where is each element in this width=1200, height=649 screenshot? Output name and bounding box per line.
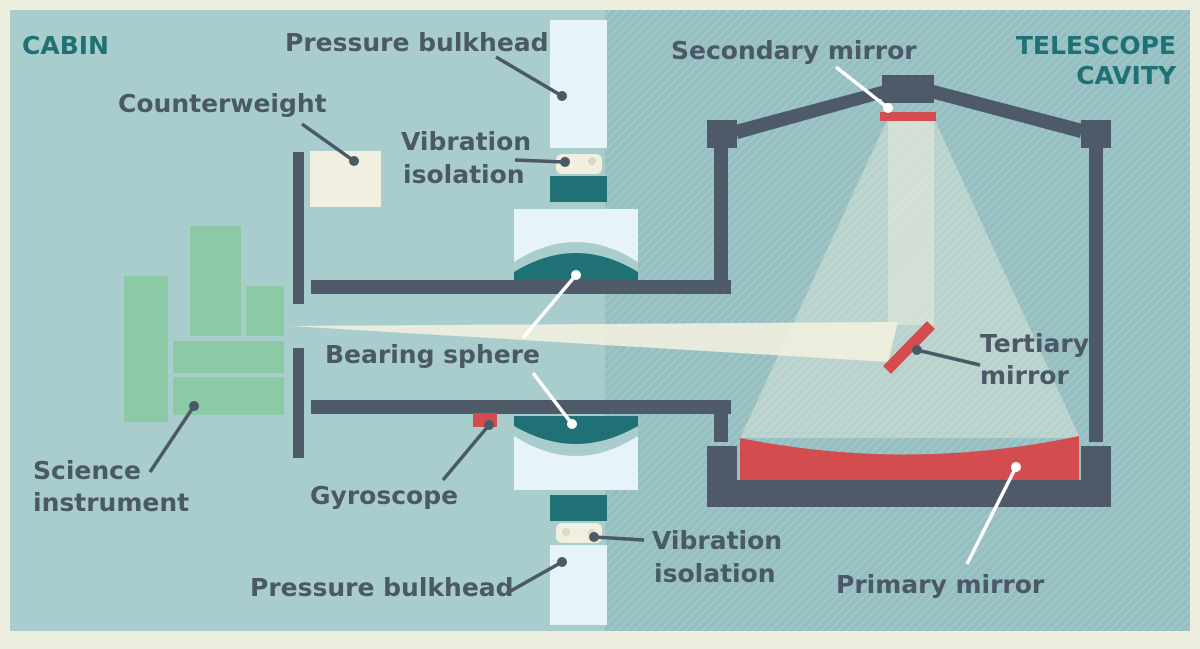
pressure-bulkhead-top <box>550 20 607 148</box>
science-instrument-label-line2: instrument <box>33 488 189 517</box>
isolation-plate-top <box>550 176 607 202</box>
vibration-isolation-bottom-label-line2: isolation <box>654 559 776 588</box>
vibration-isolation-bottom-label-line1: Vibration <box>652 526 782 555</box>
bearing-sphere-bottom <box>514 416 638 444</box>
counterweight <box>310 151 381 207</box>
secondary-beam <box>888 118 934 325</box>
gyroscope-label: Gyroscope <box>310 481 458 510</box>
pressure-bulkhead-bottom-label: Pressure bulkhead <box>250 573 514 602</box>
vibration-isolation-top-label-line1: Vibration <box>401 127 531 156</box>
telescope-structure <box>293 75 1111 507</box>
pressure-bulkhead-top-label: Pressure bulkhead <box>285 28 549 57</box>
science-instrument-label-line1: Science <box>33 456 141 485</box>
isolation-plate-bottom <box>550 495 607 521</box>
secondary-mirror-label: Secondary mirror <box>671 36 917 65</box>
secondary-mirror <box>880 112 936 121</box>
vibration-isolation-top-label-line2: isolation <box>403 160 525 189</box>
tertiary-mirror-label-line2: mirror <box>980 361 1069 390</box>
focal-beam <box>290 322 898 362</box>
tertiary-mirror-label-line1: Tertiary <box>980 329 1089 358</box>
primary-mirror <box>740 436 1079 480</box>
primary-mirror-label: Primary mirror <box>836 570 1045 599</box>
counterweight-label: Counterweight <box>118 89 327 118</box>
cabin-label: CABIN <box>22 31 109 60</box>
tertiary-mirror <box>883 321 935 374</box>
bearing-sphere-label: Bearing sphere <box>325 340 540 369</box>
telescope-cavity-label-line1: TELESCOPE <box>1016 31 1176 60</box>
pressure-bulkhead-bottom <box>550 545 607 625</box>
bearing-sphere-top <box>514 253 638 283</box>
telescope-cavity-label-line2: CAVITY <box>1076 61 1177 90</box>
leader-lines <box>148 55 1021 595</box>
